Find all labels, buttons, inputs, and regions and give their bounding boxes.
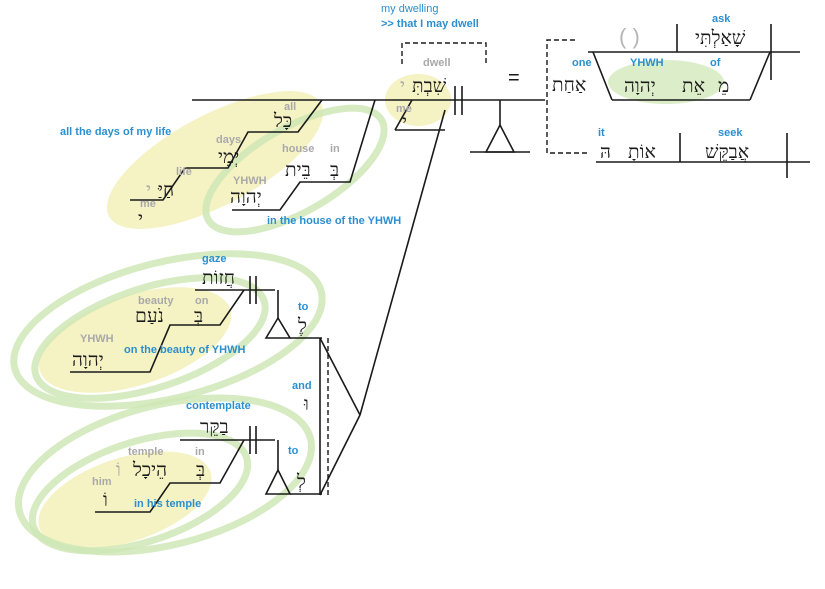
gaze-caption: on the beauty of YHWH (124, 344, 245, 356)
that-i-may-dwell-label: >> that I may dwell (381, 18, 479, 30)
otah-word: אוֹתָ (628, 141, 656, 163)
him-heb-word: וֹ (103, 489, 108, 511)
life-label: life (176, 166, 192, 178)
contemplate-label: contemplate (186, 400, 251, 412)
to-label-gaze: to (298, 301, 309, 313)
le-word-gaze: לֶ (297, 315, 307, 337)
highlight-gaze-green-inner (31, 274, 269, 402)
le-word-temple: לְ (296, 471, 306, 493)
my-dwelling-label: my dwelling (381, 3, 438, 15)
of-label: of (710, 57, 721, 69)
be-word-house: בְּ (330, 159, 339, 181)
highlight-gaze-green-outer (10, 250, 326, 410)
highlight-temple-green-outer (14, 394, 316, 556)
to-label-temple: to (288, 445, 299, 457)
bakker-word: בַקֵּר (200, 416, 229, 438)
ve-word: וּ (303, 393, 309, 415)
empty-paren: ( ) (619, 24, 640, 49)
house-caption: in the house of the YHWH (267, 215, 401, 227)
house-label: house (282, 143, 314, 155)
highlight-days-yellow (106, 91, 324, 229)
shaalti-word: שָׁאַלְתִּי (695, 27, 746, 49)
highlight-yhwh-green (608, 60, 724, 104)
highlight-layer (10, 60, 724, 556)
yhwh-heb-house: יְהוָה (230, 186, 262, 208)
diagram-lines (70, 24, 810, 513)
chayyai-suffix: י (146, 179, 151, 201)
avakesh-word: אֲבַקֵּשׁ (705, 141, 749, 163)
heichal-suffix: וֹ (116, 459, 121, 481)
ask-label: ask (712, 13, 731, 25)
days-label: days (216, 134, 241, 146)
highlight-house-green (202, 104, 388, 236)
me-gray-label: me (396, 103, 412, 115)
me-heb-word: י (402, 111, 407, 133)
beauty-label: beauty (138, 295, 174, 307)
all-label: all (284, 101, 296, 113)
it-label: it (598, 127, 605, 139)
be-word-temple: בְּ (196, 459, 205, 481)
shivti-word: שִׁבְתִּ (412, 75, 447, 97)
noam-word: נֹעַם (135, 305, 164, 327)
temple-label: temple (128, 446, 163, 458)
on-label: on (195, 295, 209, 307)
kol-word: כָּל (273, 110, 292, 132)
one-label: one (572, 57, 592, 69)
seek-label: seek (718, 127, 743, 139)
temple-caption: in his temple (134, 498, 201, 510)
me-heb-days: י (138, 208, 143, 230)
yhwh-label-house: YHWH (233, 175, 267, 187)
min-word: מֵ (718, 75, 729, 97)
dwell-label: dwell (423, 57, 451, 69)
heichal-word: הֵיכָל (132, 459, 167, 481)
me-label-days: me (140, 198, 156, 210)
otah-h-word: הּ (600, 141, 611, 163)
yhwh-label-gaze: YHWH (80, 333, 114, 345)
achat-word: אַחַת (552, 74, 586, 96)
days-caption: all the days of my life (60, 126, 171, 138)
yhwh-heb-gaze: יְהוָה (72, 349, 104, 371)
beit-word: בֵּית (285, 159, 311, 181)
in-label-temple: in (195, 446, 205, 458)
highlight-temple-yellow (38, 451, 212, 549)
and-label: and (292, 380, 312, 392)
be-word-gaze: בְּ (194, 305, 203, 327)
yemei-word: יְמֵי (218, 146, 239, 168)
equals-sign: = (508, 67, 520, 89)
gaze-label: gaze (202, 253, 226, 265)
et-word: אֵת (682, 75, 705, 97)
yhwh-heb-right: יְהוָה (624, 75, 656, 97)
chazot-word: חֲזוֹת (202, 267, 235, 289)
shivti-suffix: י (400, 75, 405, 97)
him-label: him (92, 476, 112, 488)
highlight-temple-green-inner (28, 429, 252, 555)
yhwh-label-right: YHWH (630, 57, 664, 69)
chayyai-word: חַיַּ (157, 179, 174, 201)
in-label-house: in (330, 143, 340, 155)
